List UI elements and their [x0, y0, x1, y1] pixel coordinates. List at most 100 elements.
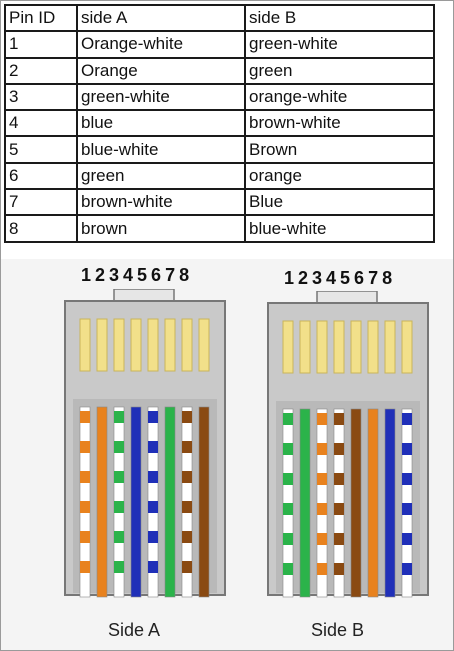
wire-stripe	[80, 561, 90, 573]
wire-stripe	[283, 443, 293, 455]
blue-white-wire	[401, 408, 413, 598]
wire-stripe	[182, 471, 192, 483]
orange-wire	[367, 408, 379, 598]
side-b-cell: orange	[244, 161, 435, 191]
wire-channel	[276, 401, 420, 593]
pin-numbers-side-b: 1 2 3 4 5 6 7 8	[284, 268, 393, 288]
wire-stripe	[182, 531, 192, 543]
wire-stripe	[114, 501, 124, 513]
wire-stripe	[114, 531, 124, 543]
brown-white-wire	[333, 408, 345, 598]
contact-pin	[181, 318, 193, 372]
wire-body	[384, 408, 396, 598]
wire-stripe	[114, 561, 124, 573]
pin-id-cell: 4	[4, 109, 78, 138]
wire-stripe	[317, 563, 327, 575]
wire-stripe	[148, 501, 158, 513]
latch-tab	[316, 291, 378, 304]
rj45-connector-side-b	[267, 291, 429, 598]
wire-stripe	[148, 471, 158, 483]
wire-stripe	[402, 563, 412, 575]
orange-white-wire	[79, 406, 91, 598]
contact-pin	[299, 320, 311, 374]
wire-body	[367, 408, 379, 598]
wire-body	[130, 406, 142, 598]
wire-stripe	[317, 473, 327, 485]
rj45-connector-side-a	[64, 289, 226, 598]
wire-stripe	[80, 411, 90, 423]
contact-pin	[147, 318, 159, 372]
side-b-cell: blue-white	[244, 214, 435, 243]
wire-body	[198, 406, 210, 598]
wire-stripe	[80, 471, 90, 483]
orange-white-wire	[316, 408, 328, 598]
side-b-cell: Blue	[244, 188, 435, 217]
brown-wire	[198, 406, 210, 598]
wire-stripe	[80, 501, 90, 513]
wire-stripe	[114, 471, 124, 483]
contact-pin	[113, 318, 125, 372]
side-a-cell: Orange	[76, 56, 246, 85]
wire-stripe	[80, 441, 90, 453]
brown-white-wire	[181, 406, 193, 598]
wire-stripe	[114, 411, 124, 423]
contact-pin	[384, 320, 396, 374]
pin-id-cell: 7	[4, 188, 78, 217]
wire-stripe	[317, 443, 327, 455]
wire-stripe	[334, 473, 344, 485]
side-a-cell: blue-white	[76, 135, 246, 164]
wire-stripe	[283, 503, 293, 515]
wire-stripe	[148, 561, 158, 573]
contact-pin	[333, 320, 345, 374]
wire-stripe	[402, 413, 412, 425]
green-white-wire	[113, 406, 125, 598]
contact-pin	[350, 320, 362, 374]
wire-channel	[73, 399, 217, 593]
wire-stripe	[402, 533, 412, 545]
wire-stripe	[317, 413, 327, 425]
wire-stripe	[283, 563, 293, 575]
side-a-cell: blue	[76, 109, 246, 138]
side-a-cell: brown	[76, 214, 246, 243]
pin-id-cell: 5	[4, 135, 78, 164]
wire-stripe	[148, 531, 158, 543]
wire-stripe	[334, 563, 344, 575]
header-pin-id: Pin ID	[4, 3, 78, 33]
wire-stripe	[182, 561, 192, 573]
wire-stripe	[402, 443, 412, 455]
wire-stripe	[182, 501, 192, 513]
green-wire	[299, 408, 311, 598]
pin-id-cell: 1	[4, 30, 78, 59]
brown-wire	[350, 408, 362, 598]
header-side-b: side B	[244, 3, 435, 33]
side-a-cell: green	[76, 161, 246, 191]
wire-stripe	[80, 531, 90, 543]
side-a-cell: green-white	[76, 82, 246, 112]
side-b-cell: brown-white	[244, 109, 435, 138]
wire-stripe	[317, 503, 327, 515]
wire-stripe	[182, 411, 192, 423]
side-b-cell: green	[244, 56, 435, 85]
table-header-row: Pin ID side A side B	[4, 3, 435, 33]
contact-pin	[96, 318, 108, 372]
wire-body	[350, 408, 362, 598]
wire-stripe	[317, 533, 327, 545]
wire-stripe	[182, 441, 192, 453]
wire-stripe	[334, 443, 344, 455]
green-wire	[164, 406, 176, 598]
wire-stripe	[114, 441, 124, 453]
wire-stripe	[148, 441, 158, 453]
blue-white-wire	[147, 406, 159, 598]
contact-pin	[401, 320, 413, 374]
side-b-cell: green-white	[244, 30, 435, 59]
pin-numbers-side-a: 1 2 3 4 5 6 7 8	[81, 265, 190, 285]
pin-id-cell: 8	[4, 214, 78, 243]
